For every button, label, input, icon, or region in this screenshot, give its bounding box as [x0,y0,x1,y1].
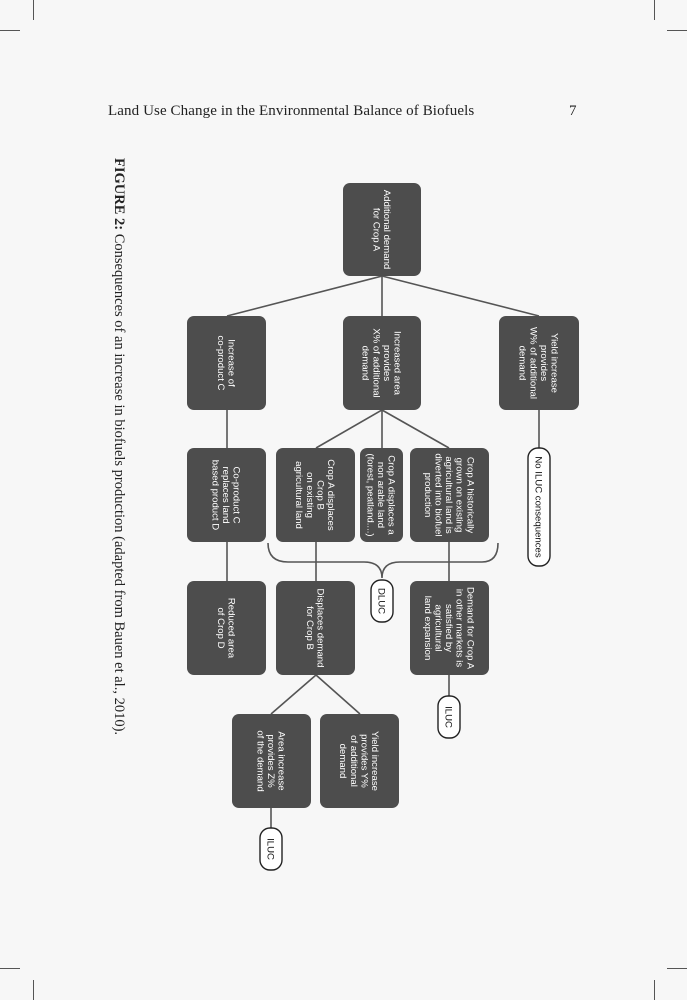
node-crop-a-historically: Crop A historicallygrown on existingagri… [410,448,489,542]
svg-text:No ILUC consequences: No ILUC consequences [533,456,544,558]
crop-mark [667,968,687,969]
svg-text:Co-product Creplaces landbased: Co-product Creplaces landbased product D [210,460,242,530]
svg-text:Yield increaseprovides Y%of ad: Yield increaseprovides Y%of additionalde… [337,731,380,791]
tag-iluc-1: ILUC [437,695,461,739]
svg-text:Increased areaprovidesX% of ad: Increased areaprovidesX% of additionalde… [360,328,403,397]
svg-text:Area increaseprovides Z%of the: Area increaseprovides Z%of the demand [255,730,287,791]
node-crop-a-nonarable: Crop A displaces anon arable land(forest… [360,448,403,542]
crop-mark [33,0,34,20]
svg-text:Crop A historicallygrown on ex: Crop A historicallygrown on existingagri… [422,453,475,536]
node-increase-coproduct: Increase ofco-product C [187,316,266,410]
running-header: Land Use Change in the Environmental Bal… [108,103,475,119]
crop-mark [33,980,34,1000]
svg-text:Crop A displaces anon arable l: Crop A displaces anon arable land(forest… [365,453,397,536]
crop-mark [667,30,687,31]
node-displaces-demand-b: Displaces demandfor Crop B [276,581,355,675]
crop-mark [0,30,20,31]
node-coproduct-replaces: Co-product Creplaces landbased product D [187,448,266,542]
node-crop-a-displaces-b: Crop A displacesCrop Bon existingagricul… [276,448,355,542]
crop-mark [654,980,655,1000]
svg-text:ILUC: ILUC [443,706,454,728]
node-area-increase-z: Area increaseprovides Z%of the demand [232,714,311,808]
crop-mark [0,968,20,969]
node-additional-demand: Additional demandfor Crop A [343,183,421,276]
tag-no-iluc: No ILUC consequences [527,447,551,567]
svg-text:Additional demandfor Crop A: Additional demandfor Crop A [370,190,392,269]
node-reduced-area-d: Reduced areaof Crop D [187,581,266,675]
node-yield-increase-w: Yield increaseprovidesW% of additionalde… [499,316,579,410]
svg-text:ILUC: ILUC [265,838,276,860]
svg-text:Displaces demandfor Crop B: Displaces demandfor Crop B [304,589,326,668]
svg-text:DLUC: DLUC [376,588,387,614]
tag-iluc-2: ILUC [259,827,283,871]
svg-text:Crop A displacesCrop Bon exist: Crop A displacesCrop Bon existingagricul… [293,459,336,531]
tag-dluc: DLUC [370,579,394,623]
node-demand-other-markets: Demand for Crop Ain other markets issati… [410,581,489,675]
svg-text:Reduced areaof Crop D: Reduced areaof Crop D [215,598,237,659]
svg-text:Increase ofco-product C: Increase ofco-product C [215,336,237,391]
connectors [226,275,540,828]
svg-text:Yield increaseprovidesW% of ad: Yield increaseprovidesW% of additionalde… [517,327,560,399]
crop-mark [654,0,655,20]
page-number: 7 [569,103,577,119]
svg-text:Demand for Crop Ain other mark: Demand for Crop Ain other markets issati… [422,587,475,670]
node-increased-area: Increased areaprovidesX% of additionalde… [343,316,421,410]
node-yield-increase-y: Yield increaseprovides Y%of additionalde… [320,714,399,808]
